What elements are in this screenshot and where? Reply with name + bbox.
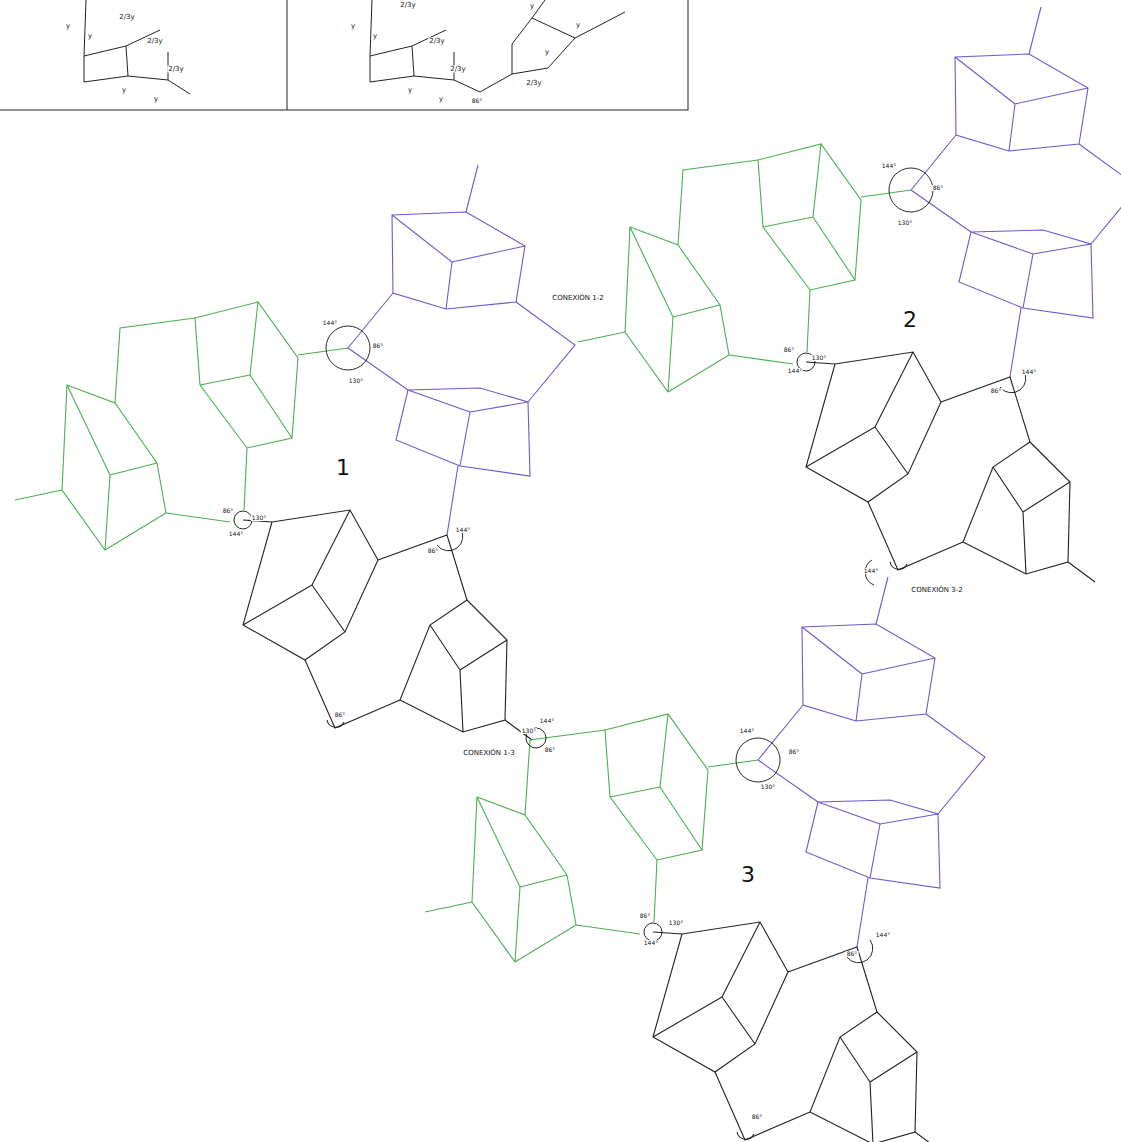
dimension-label: 86° — [222, 508, 235, 514]
dimension-label: 130° — [760, 784, 776, 790]
dimension-label: y — [438, 96, 444, 103]
dimension-label: y — [65, 23, 71, 30]
dimension-label: 2/3y — [167, 66, 184, 73]
dimension-label: 130° — [521, 728, 537, 734]
dimension-label: CONEXIÓN 1-3 — [462, 750, 515, 757]
dimension-label: 144° — [643, 940, 659, 946]
dimension-label: 144° — [881, 163, 897, 169]
dimension-label: 144° — [863, 568, 879, 574]
dimension-label: 144° — [228, 531, 244, 537]
dimension-label: 86° — [334, 712, 347, 718]
dimension-label: y — [529, 3, 535, 10]
dimension-label: 86° — [932, 185, 945, 191]
region-number: 1 — [335, 457, 351, 479]
dimension-label: 2/3y — [118, 14, 135, 21]
region-number: 3 — [740, 864, 756, 886]
dimension-label: 86° — [783, 347, 796, 353]
region-number: 2 — [902, 309, 918, 331]
dimension-label: 144° — [875, 932, 891, 938]
dimension-label: CONEXIÓN 1-2 — [551, 295, 604, 302]
dimension-label: 130° — [348, 378, 364, 384]
dimension-label: 144° — [787, 368, 803, 374]
dimension-label: 86° — [751, 1114, 764, 1120]
dimension-label: 2/3y — [146, 38, 163, 45]
dimension-label: 86° — [846, 951, 859, 957]
dimension-label: 130° — [897, 220, 913, 226]
dimension-label: y — [544, 49, 550, 56]
dimension-label: 86° — [427, 548, 440, 554]
dimension-label: y — [153, 96, 159, 103]
dimension-label: 86° — [639, 913, 652, 919]
dimension-label: 86° — [990, 388, 1003, 394]
dimension-label: 144° — [539, 718, 555, 724]
dimension-label: 86° — [788, 749, 801, 755]
dimension-label: 2/3y — [399, 2, 416, 9]
dimension-label: 144° — [455, 527, 471, 533]
dimension-label: 130° — [668, 920, 684, 926]
dimension-label: 130° — [251, 515, 267, 521]
dimension-label: CONEXIÓN 3-2 — [910, 587, 963, 594]
dimension-label: 86° — [372, 343, 385, 349]
dimension-label: 130° — [811, 355, 827, 361]
dimension-label: y — [87, 33, 93, 40]
dimension-label: y — [372, 33, 378, 40]
dimension-label: 86° — [544, 747, 557, 753]
dimension-label: 144° — [322, 320, 338, 326]
dimension-label: y — [121, 87, 127, 94]
dimension-label: y — [575, 22, 581, 29]
dimension-label: 86° — [471, 98, 484, 104]
dimension-label: 2/3y — [449, 66, 466, 73]
dimension-label: 2/3y — [428, 38, 445, 45]
dimension-label: 2/3y — [525, 80, 542, 87]
dimension-label: y — [350, 23, 356, 30]
dimension-label: y — [407, 87, 413, 94]
dimension-label: 144° — [739, 728, 755, 734]
dimension-label: 144° — [1021, 369, 1037, 375]
